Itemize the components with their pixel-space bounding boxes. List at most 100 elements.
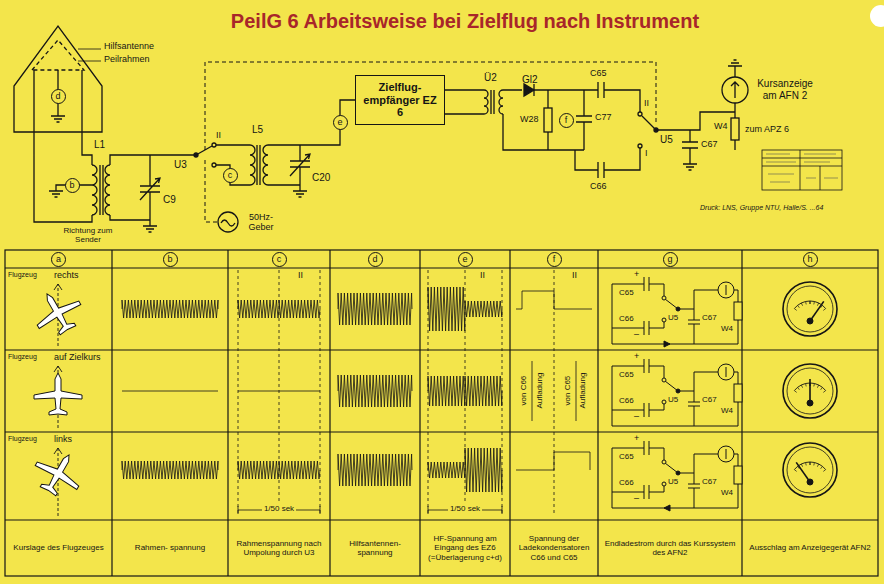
direction-line [58,448,59,516]
switch-contact [662,318,666,322]
switch-contact [662,482,666,486]
table-rule [329,250,330,576]
waveform [338,454,412,486]
meter-needle [810,301,824,321]
ground-symbol [51,70,65,122]
waveform [279,461,320,479]
current-arrow [664,341,670,347]
component-label: L5 [252,124,263,136]
discharge-circuit [612,359,742,426]
row-label: Flugzeug [8,435,37,443]
motor-symbol [218,212,238,232]
component-label: C67 [701,139,718,149]
table-rule [509,250,510,576]
direction-arrow [54,366,62,372]
measuring-point-circle: c [223,168,238,183]
column-caption: Rahmenspannung nach Umpolung durch U3 [231,539,327,557]
table-frame [5,250,878,576]
component-label: W4 [721,406,733,415]
table-rule [111,250,112,576]
stamp-frame [762,150,842,190]
meter-tick [813,463,815,466]
meter-tick [817,385,818,388]
meter-rim [787,368,833,414]
polarity-sign: – [634,493,639,503]
circuit-wires [612,277,738,344]
switch-contact [662,296,666,300]
component-label: W4 [721,324,733,333]
meter-tick [817,464,818,467]
auxiliary-antenna [14,26,102,132]
switch-blade [196,146,212,155]
meter-face [783,443,837,497]
capacitor-symbol [598,82,640,112]
component-label: W4 [714,121,728,131]
switch-position: II [298,270,303,280]
wire [300,100,355,145]
point-letter: b [69,180,74,190]
table-rule [419,250,420,576]
component-label: C20 [312,172,330,184]
time-scale: 1/50 sek [262,504,296,513]
transformer-core [257,145,260,185]
table-rule [5,267,878,268]
charge-note: von C65 [563,376,572,406]
point-letter: d [55,91,60,101]
measuring-point-circle: e [333,115,348,130]
box-text: Zielflug- empfänger EZ 6 [360,81,440,119]
coil-symbol [263,145,268,185]
meter-tick [801,385,802,388]
component-label: C67 [702,395,717,404]
meter-tick [813,302,815,305]
meter-face [783,364,837,418]
table-rule [741,250,742,576]
waveform [279,300,320,318]
measuring-point-circle: d [368,252,383,267]
switch-contact [212,143,216,147]
meter-symbol [718,364,734,380]
print-note: Druck: LNS, Gruppe NTU, Halle/S. ...64 [700,204,823,212]
meter-needle [726,367,727,377]
leader-line [78,49,101,61]
waveform [122,300,218,318]
meter-symbol [718,282,734,298]
component-label: C65 [590,68,607,78]
antenna-label: Peilrahmen [104,54,150,64]
waveform [465,448,502,492]
point-letter: d [372,254,377,264]
component-label: L1 [94,139,105,151]
meter-tick [817,303,818,306]
row-label: auf Zielkurs [54,352,101,362]
measuring-point-circle: c [272,252,287,267]
meter-tick [805,463,807,466]
meter-symbol [722,77,748,103]
ground-symbol [293,185,307,197]
waveform [238,391,279,392]
circuit-wires [612,359,738,426]
waveform [338,293,412,325]
waveform [516,452,590,470]
measuring-point-circle: h [803,252,818,267]
measuring-point-circle: g [663,252,678,267]
switch-pivot [676,471,680,475]
diagram-title: PeilG 6 Arbeitsweise bei Zielflug nach I… [231,10,699,33]
measuring-point-circle: f [559,113,574,128]
direction-arrow [54,284,62,290]
meter-tick [794,391,796,393]
charge-note: Aufladung [535,373,544,409]
wire [445,90,484,114]
waveform [279,391,320,392]
polarity-sign: + [634,269,639,279]
table-rule [227,250,228,576]
wire-note: zum APZ 6 [745,124,789,134]
meter-tick [821,466,823,468]
component-label: C66 [619,314,634,323]
switch-contact [662,400,666,404]
switch-position: II [644,98,649,108]
wire [503,90,598,150]
column-caption: Rahmen- spannung [115,543,225,552]
switch-pivot [676,389,680,393]
wire [216,145,250,185]
component-label: C65 [619,288,634,297]
switch-position: I [645,148,648,158]
